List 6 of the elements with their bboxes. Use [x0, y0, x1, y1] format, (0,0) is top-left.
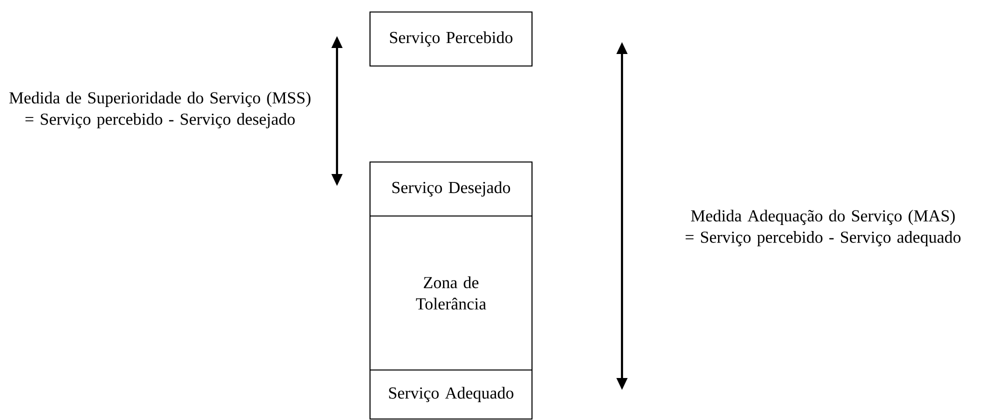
measure-label: Medida de Superioridade do Serviço (MSS) = Serviço percebido - Serviço desejado [9, 92, 310, 128]
box: Zona de Tolerância [369, 215, 533, 371]
box: Serviço Desejado [369, 161, 533, 217]
box: Serviço Percebido [369, 11, 533, 67]
measure-label: Medida Adequação do Serviço (MAS) = Serviço percebido - Serviço adequado [686, 210, 961, 246]
box: Serviço Adequado [369, 369, 533, 420]
